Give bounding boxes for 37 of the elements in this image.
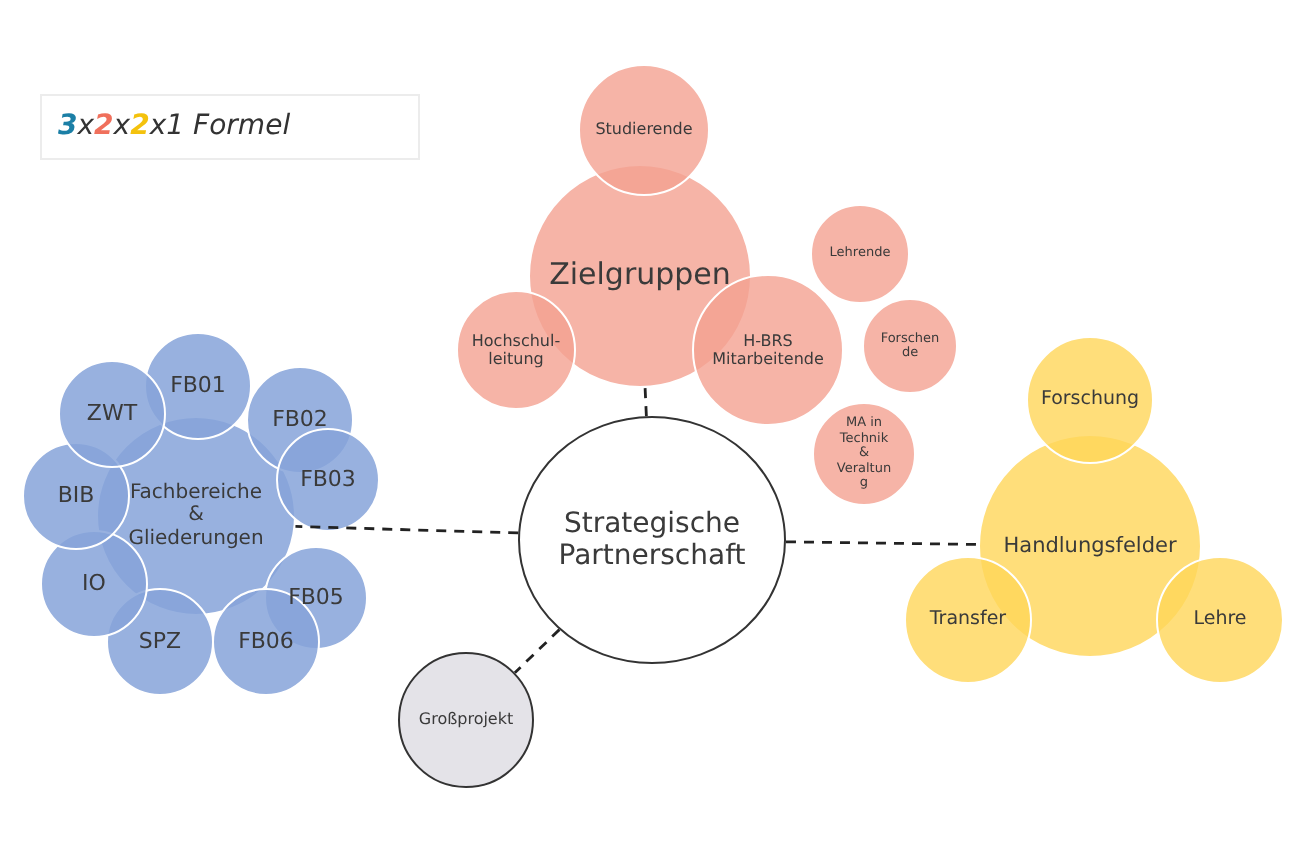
department-circle [58,360,166,468]
circle-label: Zielgruppen [547,258,733,294]
circle-label: Studierende [593,120,695,140]
circle-label: IO [80,571,108,597]
circle-label: FB01 [168,373,228,399]
circle-label: Lehre [1191,609,1249,631]
circle-label: Handlungsfelder [1001,533,1179,559]
circle-label: ZWT [84,401,140,427]
field-circle [1026,336,1154,464]
circle-label: FB06 [236,629,296,655]
circle-label: FB02 [270,407,330,433]
circle-label: Strategische Partnerschaft [556,507,748,573]
field-circle [904,556,1032,684]
dashed-connector [643,387,648,417]
formula-title: 3x2x2x1 Formel [58,110,291,142]
circle-label: FB03 [298,467,358,493]
dashed-connector [785,540,979,546]
circle-label: Transfer [927,609,1009,631]
target-group-circle [456,290,576,410]
circle-label: FB05 [286,585,346,611]
circle-label: Hochschul- leitung [470,331,562,369]
target-group-circle [862,298,958,394]
target-group-circle [810,204,910,304]
circle-label: Forschung [1038,389,1142,411]
project-circle [398,652,534,788]
dashed-connector [295,525,519,535]
circle-label: BIB [55,483,97,509]
dashed-connector [513,628,561,674]
circle-label: Fachbereiche & Gliederungen [126,481,266,551]
circle-label: SPZ [136,629,184,655]
partnership-ellipse [518,416,786,664]
target-group-circle [812,402,916,506]
department-circle [276,428,380,532]
circle-label: Großprojekt [416,710,516,730]
target-group-circle [578,64,710,196]
circle-label: H-BRS Mitarbeitende [710,331,826,369]
field-circle [1156,556,1284,684]
